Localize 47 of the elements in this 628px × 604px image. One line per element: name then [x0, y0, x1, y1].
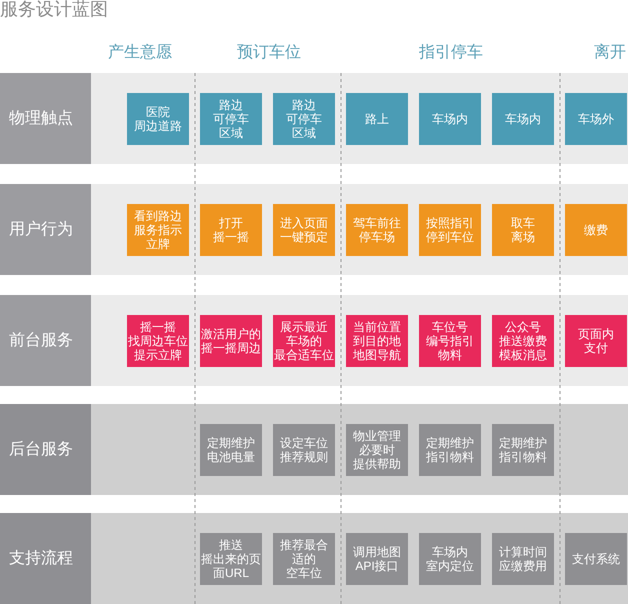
row-header: 支持流程	[0, 513, 91, 604]
touchpoint-card: 路边可停车区域	[273, 93, 335, 145]
phase-heading: 离开	[594, 43, 626, 63]
row-header: 用户行为	[0, 184, 91, 275]
frontstage-card: 车位号编号指引物料	[419, 315, 481, 367]
frontstage-card: 摇一摇找周边车位提示立牌	[127, 315, 189, 367]
user-action-card: 驾车前往停车场	[346, 204, 408, 256]
diagram-title: 服务设计蓝图	[0, 0, 108, 20]
row-header: 后台服务	[0, 404, 91, 495]
swimlane-band	[0, 295, 628, 386]
support-process-card: 支付系统	[565, 533, 627, 585]
swimlane-band	[0, 404, 628, 495]
user-action-card: 缴费	[565, 204, 627, 256]
frontstage-card: 展示最近车场的最合适车位	[273, 315, 335, 367]
user-action-card: 打开摇一摇	[200, 204, 262, 256]
support-process-card: 车场内室内定位	[419, 533, 481, 585]
backstage-card: 定期维护指引物料	[492, 424, 554, 476]
swimlane-band	[0, 184, 628, 275]
backstage-card: 定期维护指引物料	[419, 424, 481, 476]
frontstage-card: 激活用户的摇一摇周边	[200, 315, 262, 367]
support-process-card: 推送摇出来的页面URL	[200, 533, 262, 585]
user-action-card: 看到路边服务指示立牌	[127, 204, 189, 256]
touchpoint-card: 医院周边道路	[127, 93, 189, 145]
touchpoint-card: 车场内	[492, 93, 554, 145]
row-header: 前台服务	[0, 295, 91, 386]
touchpoint-card: 路上	[346, 93, 408, 145]
phase-heading: 指引停车	[419, 43, 483, 63]
touchpoint-card: 车场内	[419, 93, 481, 145]
frontstage-card: 页面内支付	[565, 315, 627, 367]
backstage-card: 定期维护电池电量	[200, 424, 262, 476]
swimlane-band	[0, 513, 628, 604]
phase-heading: 预订车位	[237, 43, 301, 63]
touchpoint-card: 路边可停车区域	[200, 93, 262, 145]
support-process-card: 推荐最合适的空车位	[273, 533, 335, 585]
user-action-card: 进入页面一键预定	[273, 204, 335, 256]
user-action-card: 按照指引停到车位	[419, 204, 481, 256]
swimlane-band	[0, 73, 628, 164]
frontstage-card: 公众号推送缴费模板消息	[492, 315, 554, 367]
row-header: 物理触点	[0, 73, 91, 164]
backstage-card: 设定车位推荐规则	[273, 424, 335, 476]
user-action-card: 取车离场	[492, 204, 554, 256]
frontstage-card: 当前位置到目的地地图导航	[346, 315, 408, 367]
touchpoint-card: 车场外	[565, 93, 627, 145]
backstage-card: 物业管理必要时提供帮助	[346, 424, 408, 476]
support-process-card: 计算时间应缴费用	[492, 533, 554, 585]
support-process-card: 调用地图API接口	[346, 533, 408, 585]
phase-heading: 产生意愿	[108, 43, 172, 63]
